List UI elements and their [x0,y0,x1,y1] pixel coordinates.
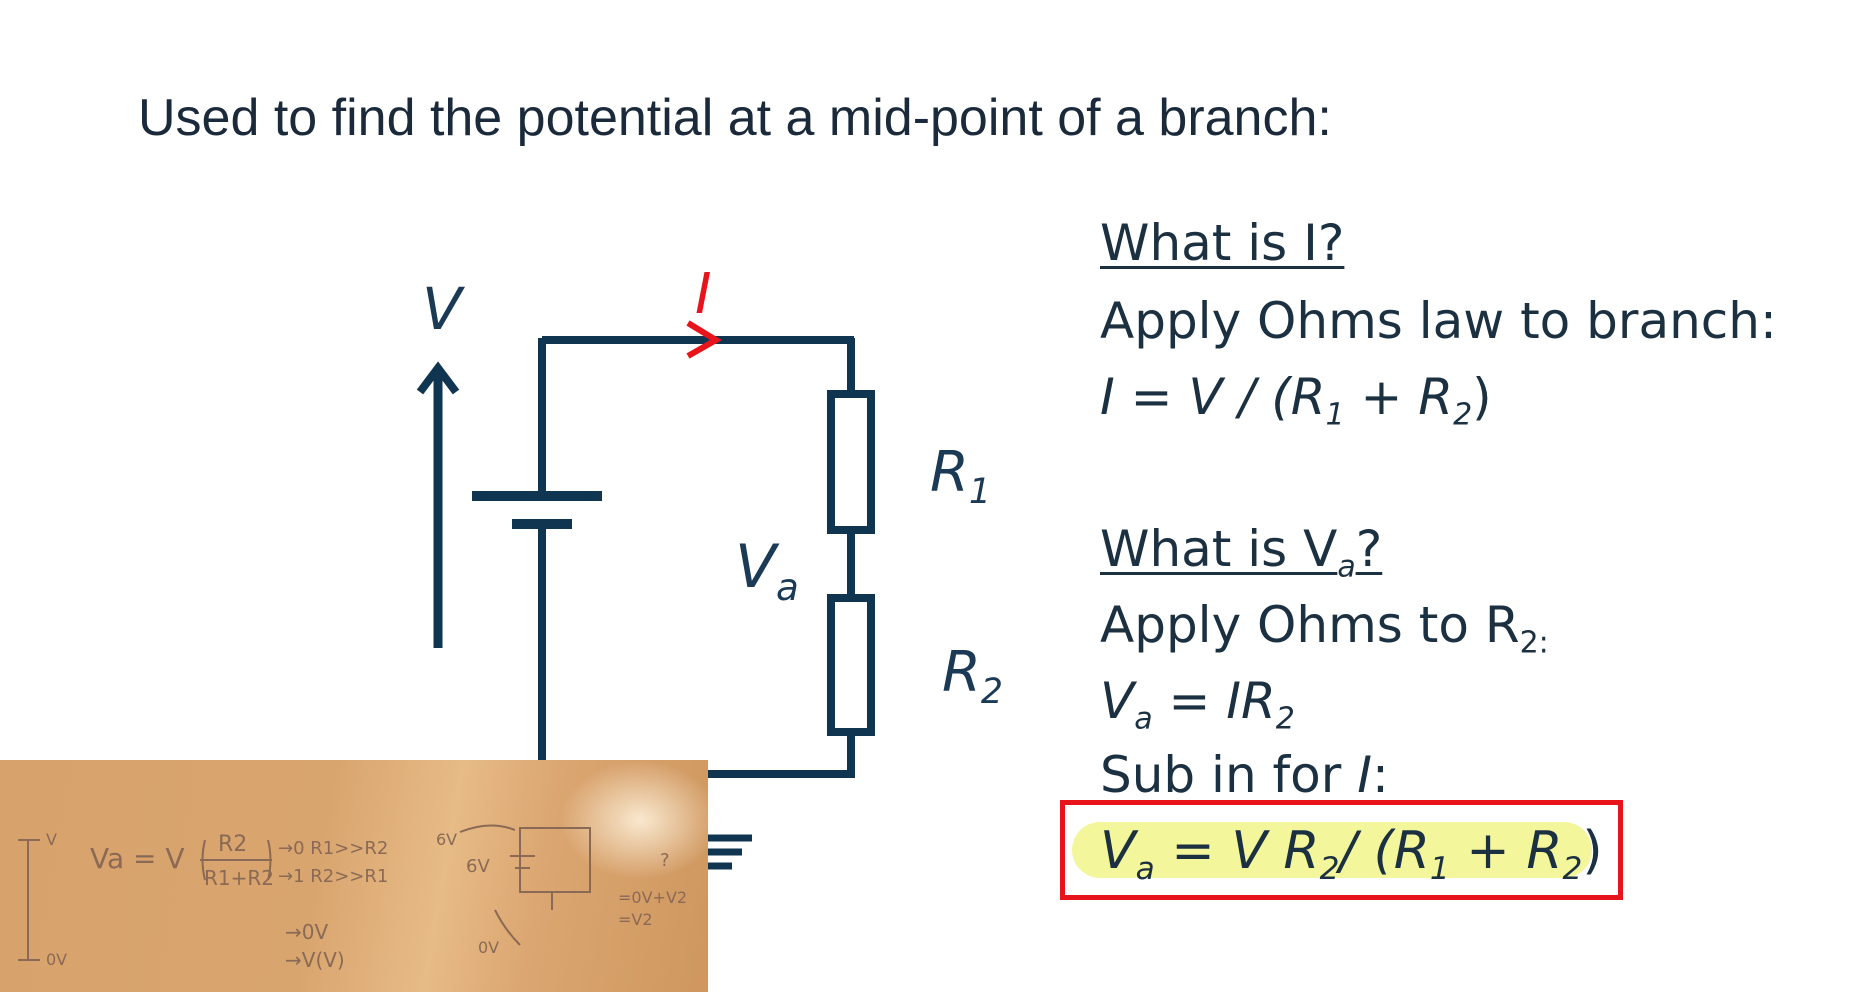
r2-label: R2 [942,640,1004,713]
resistor-r1 [827,390,875,534]
wb-eq-r2: =V2 [618,910,653,929]
voltage-arrow [416,361,460,648]
apply-ohms-r2: Apply Ohms to R2: [1100,596,1549,661]
wb-six-v-a: 6V [436,830,458,849]
result-highlight-box [1060,800,1623,900]
wb-frac-num: R2 [218,832,248,857]
wb-eq-left: Va = V [90,842,185,875]
node-voltage-label: Va [735,532,799,609]
whiteboard-video-overlay[interactable]: V 0V Va = V R2 R1+R2 →0 R1>>R2 →1 R2>>R1… [0,760,708,992]
circuit-wires [538,336,855,778]
page-title: Used to find the potential at a mid-poin… [138,89,1332,147]
highlight-marker [1072,822,1592,878]
wb-arrow3: →0V [285,920,329,944]
wb-v-top: V [46,830,57,849]
current-arrow-icon [686,320,722,359]
question-what-is-va: What is Va? [1100,520,1383,585]
wb-question: ? [660,850,670,871]
apply-ohms-branch: Apply Ohms law to branch: [1100,292,1777,350]
wb-six-v-b: 6V [466,856,490,877]
ground-icon [708,834,752,870]
wb-arrow1: →0 R1>>R2 [278,838,389,859]
r1-label: R1 [930,440,992,513]
wb-ov: 0V [46,950,68,969]
wb-arrow2: →1 R2>>R1 [278,866,389,887]
current-label: I [695,262,712,327]
whiteboard-glare [560,760,708,880]
whiteboard-sketch [18,824,591,961]
wb-ov2: 0V [478,938,500,957]
sub-in-for-i: Sub in for I: [1100,746,1389,804]
wb-eq-r1: =0V+V2 [618,888,688,907]
wb-arrow4: →V(V) [285,948,345,972]
equation-va: Va = IR2 [1100,672,1295,737]
resistor-r2 [827,594,875,736]
source-voltage-label: V [422,275,462,343]
battery-symbol [472,491,602,529]
final-equation: Va = V R2/ (R1 + R2) [1100,821,1603,887]
wb-frac-den: R1+R2 [204,866,274,890]
equation-current: I = V / (R1 + R2) [1100,368,1492,433]
question-what-is-i: What is I? [1100,214,1345,272]
